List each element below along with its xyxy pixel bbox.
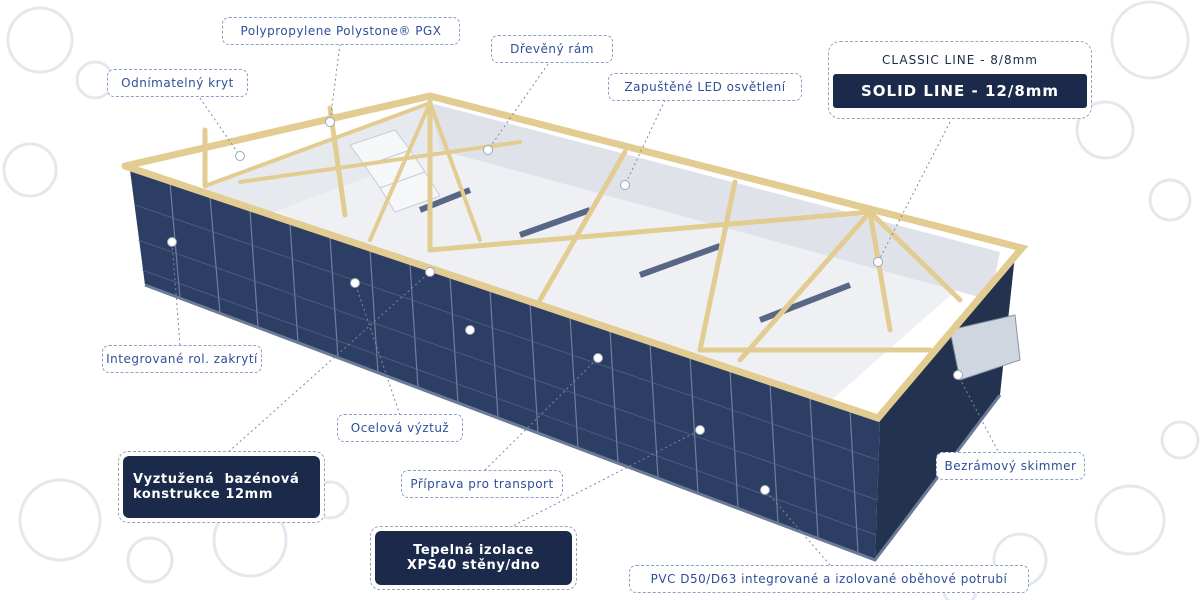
solid-line-label: SOLID LINE - 12/8mm xyxy=(833,74,1087,108)
konstrukce-line-1: Vyztužená bazénová xyxy=(133,472,300,487)
wall-bands xyxy=(134,204,879,536)
label-polypropylene: Polypropylene Polystone® PGX xyxy=(222,17,460,45)
label-dreveny-ram: Dřevěný rám xyxy=(491,35,613,63)
konstrukce-line-2: konstrukce 12mm xyxy=(133,487,273,502)
leader-lines xyxy=(171,43,1001,566)
label-skimmer: Bezrámový skimmer xyxy=(936,452,1085,480)
izolace-line-2: XPS40 stěny/dno xyxy=(406,558,541,573)
label-odnimatelny-kryt: Odnímatelný kryt xyxy=(107,69,248,97)
label-zakryti: Integrované rol. zakrytí xyxy=(102,345,262,373)
callout-konstrukce: Vyztužená bazénová konstrukce 12mm xyxy=(118,451,325,523)
callout-izolace: Tepelná izolace XPS40 stěny/dno xyxy=(370,526,577,590)
label-transport: Příprava pro transport xyxy=(401,470,563,498)
bottom-edge xyxy=(144,283,1002,562)
markers xyxy=(167,117,963,495)
classic-line-label: CLASSIC LINE - 8/8mm xyxy=(833,46,1087,74)
izolace-line-1: Tepelná izolace xyxy=(413,543,534,558)
label-vyztuz: Ocelová výztuž xyxy=(337,414,463,442)
inner-wall-back xyxy=(430,103,1000,300)
label-potrubi: PVC D50/D63 integrované a izolované oběh… xyxy=(629,565,1029,593)
pool-3d xyxy=(130,103,1021,562)
product-lines-box: CLASSIC LINE - 8/8mm SOLID LINE - 12/8mm xyxy=(828,41,1092,119)
skimmer-box xyxy=(949,314,1021,381)
label-led: Zapuštěné LED osvětlení xyxy=(608,73,802,101)
